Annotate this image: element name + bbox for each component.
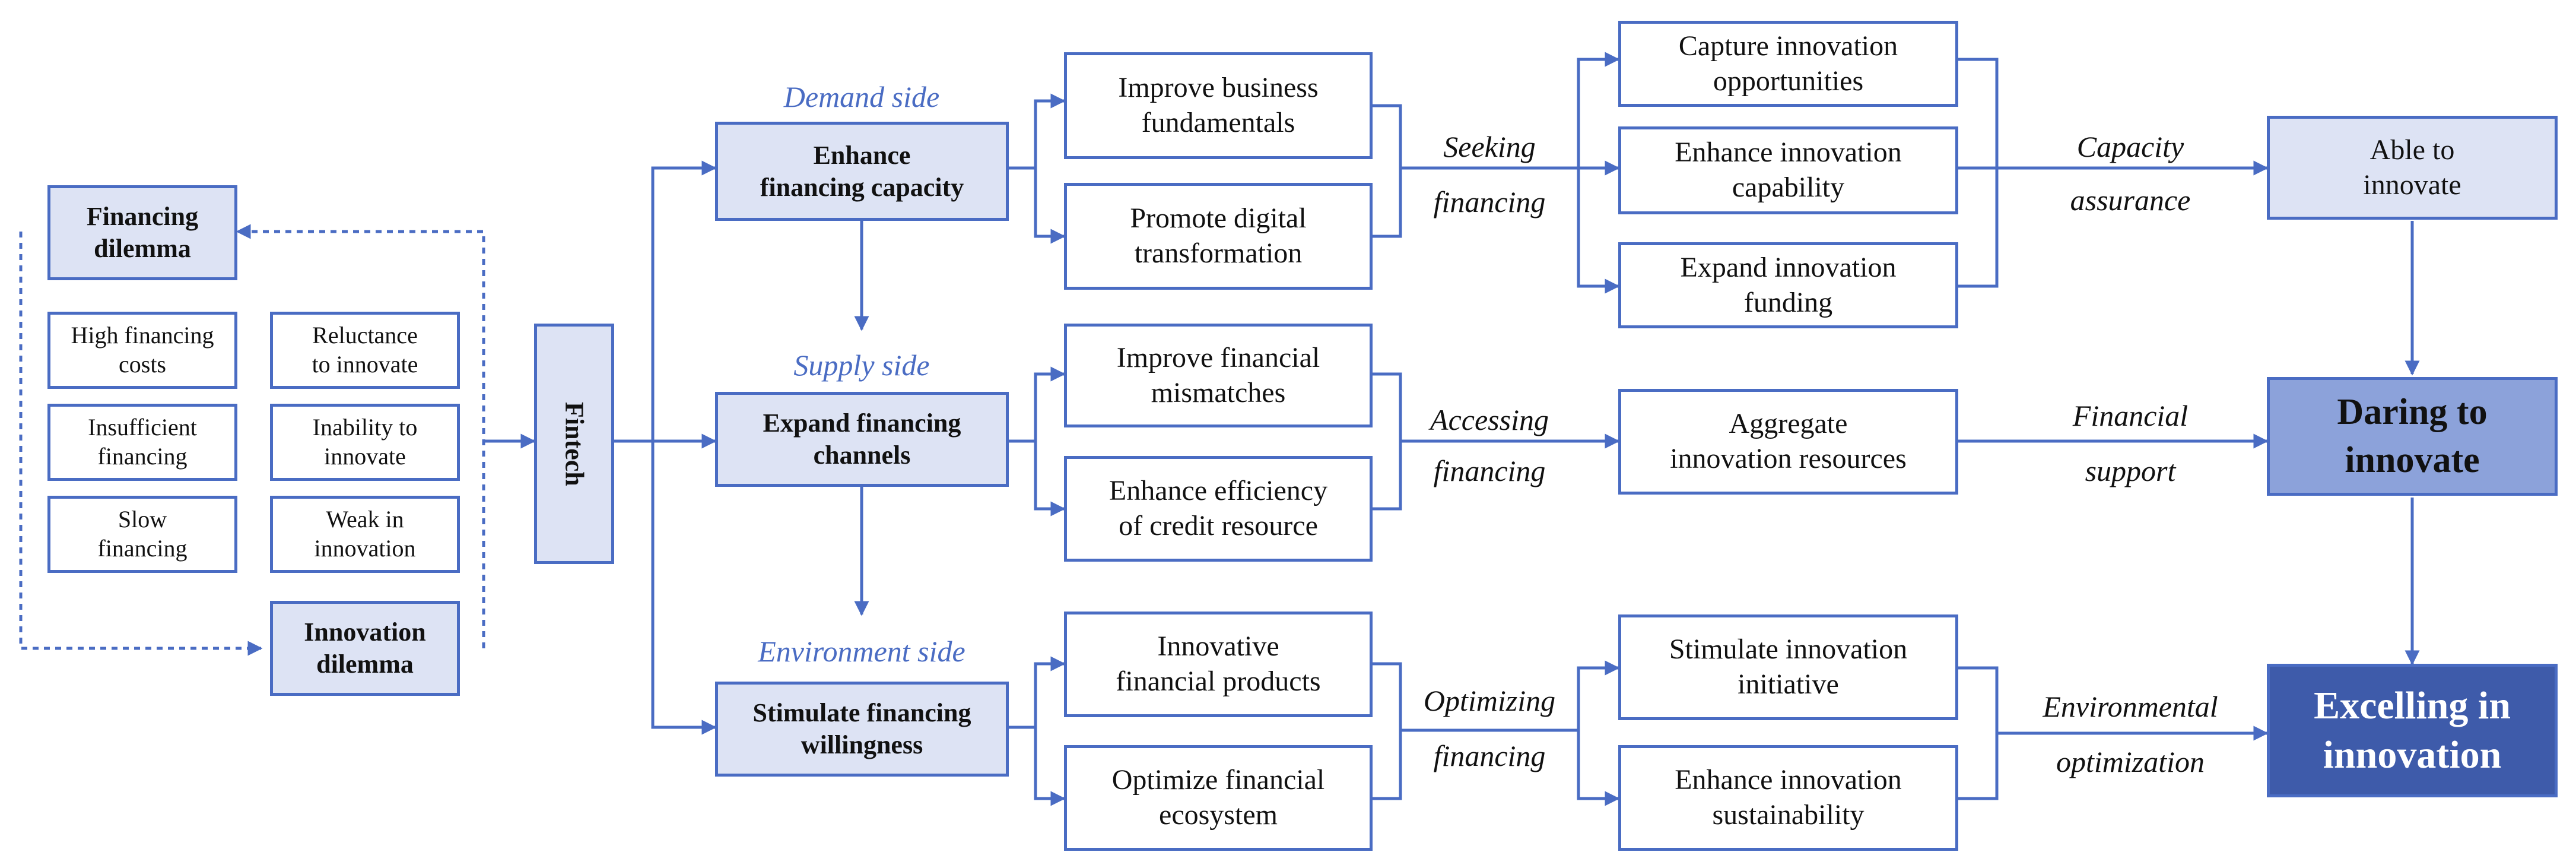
environmental-optimization-label-2: optimization bbox=[2056, 745, 2205, 778]
arrow-fintech-willingness bbox=[651, 441, 717, 735]
merge-seeking bbox=[1373, 104, 1402, 238]
excelling-in-innovation: Excelling in innovation bbox=[2267, 664, 2558, 797]
expand-innovation-funding: Expand innovation funding bbox=[1618, 242, 1958, 328]
enhance-financing-capacity: Enhance financing capacity bbox=[715, 122, 1009, 221]
dilemma-slow-financing: Slow financing bbox=[47, 496, 237, 573]
able-to-innovate: Able to innovate bbox=[2267, 116, 2558, 220]
dilemma-insufficient-financing: Insufficient financing bbox=[47, 404, 237, 481]
innovative-financial-products: Innovative financial products bbox=[1064, 612, 1373, 717]
dilemma-inability-to-innovate: Inability to innovate bbox=[270, 404, 460, 481]
dilemma-loop-bottom bbox=[19, 232, 263, 656]
merge-environment-effects bbox=[1958, 666, 1999, 800]
merge-accessing bbox=[1373, 372, 1402, 511]
innovation-dilemma: Innovation dilemma bbox=[270, 601, 460, 696]
fork-channels-up bbox=[1034, 366, 1066, 441]
fork-optimizing-up bbox=[1577, 660, 1620, 730]
fork-optimizing-down bbox=[1577, 730, 1620, 806]
stimulate-innovation-initiative: Stimulate innovation initiative bbox=[1618, 614, 1958, 720]
fintech-box: Fintech bbox=[534, 324, 614, 564]
fork-effects-down bbox=[1577, 168, 1620, 294]
capture-innovation-opportunities: Capture innovation opportunities bbox=[1618, 21, 1958, 107]
fork-capacity-down bbox=[1034, 168, 1066, 244]
seeking-label-1: Seeking bbox=[1443, 130, 1536, 163]
supply-side-label: Supply side bbox=[793, 349, 930, 382]
capacity-assurance-label-2: assurance bbox=[2070, 183, 2191, 217]
improve-business-fundamentals: Improve business fundamentals bbox=[1064, 52, 1373, 159]
dilemma-loop-top bbox=[236, 224, 485, 648]
enhance-innovation-capability: Enhance innovation capability bbox=[1618, 126, 1958, 214]
fork-willingness-down bbox=[1034, 727, 1066, 806]
expand-financing-channels: Expand financing channels bbox=[715, 392, 1009, 487]
demand-side-label: Demand side bbox=[783, 80, 940, 113]
daring-to-innovate: Daring to innovate bbox=[2267, 377, 2558, 496]
optimizing-label-2: financing bbox=[1433, 739, 1546, 772]
financial-support-label-2: support bbox=[2085, 454, 2176, 487]
aggregate-innovation-resources: Aggregate innovation resources bbox=[1618, 389, 1958, 495]
merge-optimizing bbox=[1373, 662, 1402, 800]
fork-channels-down bbox=[1034, 441, 1066, 517]
accessing-label-1: Accessing bbox=[1430, 403, 1549, 436]
enhance-innovation-sustainability: Enhance innovation sustainability bbox=[1618, 745, 1958, 851]
optimize-financial-ecosystem: Optimize financial ecosystem bbox=[1064, 745, 1373, 851]
enhance-efficiency-credit: Enhance efficiency of credit resource bbox=[1064, 456, 1373, 562]
stimulate-financing-willingness: Stimulate financing willingness bbox=[715, 682, 1009, 777]
financing-dilemma: Financing dilemma bbox=[47, 185, 237, 280]
fork-willingness-up bbox=[1034, 656, 1066, 727]
promote-digital-transformation: Promote digital transformation bbox=[1064, 183, 1373, 290]
environmental-optimization-label-1: Environmental bbox=[2043, 690, 2218, 723]
accessing-label-2: financing bbox=[1433, 454, 1546, 487]
fork-effects-up bbox=[1577, 52, 1620, 168]
arrow-fintech-capacity bbox=[651, 160, 717, 441]
dilemma-high-financing-costs: High financing costs bbox=[47, 312, 237, 389]
fork-capacity-up bbox=[1034, 93, 1066, 168]
seeking-label-2: financing bbox=[1433, 185, 1546, 218]
dilemma-weak-in-innovation: Weak in innovation bbox=[270, 496, 460, 573]
environment-side-label: Environment side bbox=[758, 635, 965, 668]
financial-support-label-1: Financial bbox=[2072, 399, 2189, 432]
optimizing-label-1: Optimizing bbox=[1423, 684, 1556, 717]
dilemma-reluctance-to-innovate: Reluctance to innovate bbox=[270, 312, 460, 389]
merge-capacity-effects bbox=[1958, 58, 1999, 288]
improve-financial-mismatches: Improve financial mismatches bbox=[1064, 324, 1373, 427]
capacity-assurance-label-1: Capacity bbox=[2076, 130, 2184, 163]
